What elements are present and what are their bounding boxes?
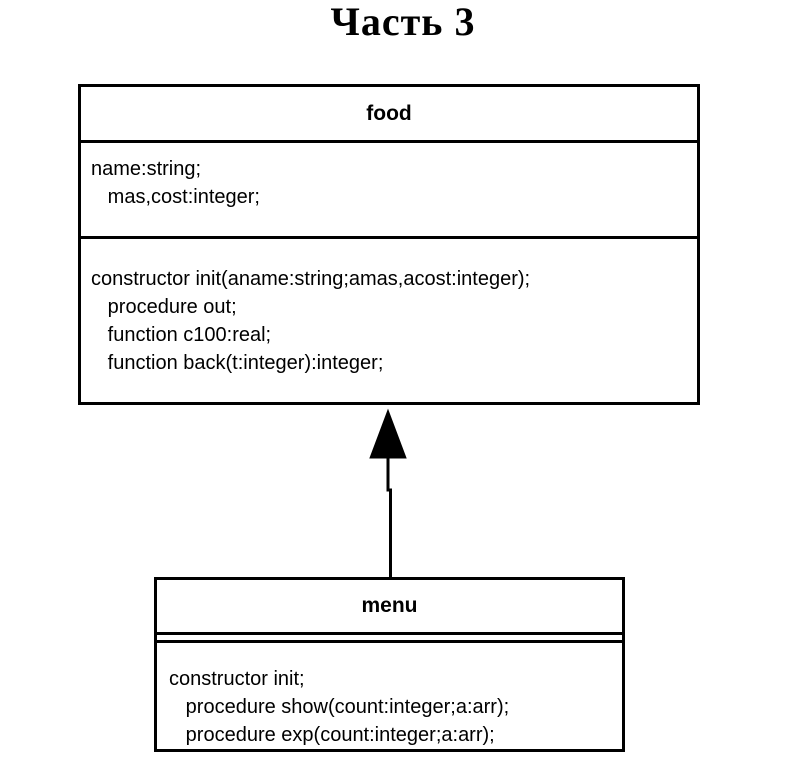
methods-compartment-menu: constructor init; procedure show(count:i… [157,643,622,749]
methods-compartment-food: constructor init(aname:string;amas,acost… [81,239,697,402]
method-line: procedure exp(count:integer;a:arr); [169,724,495,746]
page-title: Часть 3 [330,0,476,44]
method-line: constructor init(aname:string;amas,acost… [91,268,531,290]
attributes-compartment-food: name:string; mas,cost:integer; [81,143,697,239]
class-name-label: food [366,101,412,125]
arrowhead-icon [369,408,407,459]
method-line: procedure out; [91,296,237,318]
method-line: function back(t:integer):integer; [91,352,384,374]
class-header-menu: menu [157,580,622,635]
class-box-menu: menu constructor init; procedure show(co… [154,577,625,752]
attribute-line: name:string; [91,158,202,180]
method-line: function c100:real; [91,324,272,346]
attributes-compartment-menu-empty [157,635,622,643]
method-line: procedure show(count:integer;a:arr); [169,696,510,718]
method-line: constructor init; [169,668,305,690]
class-name-label: menu [361,594,418,617]
class-header-food: food [81,87,697,143]
class-box-food: food name:string; mas,cost:integer; cons… [78,84,700,405]
generalization-arrow [369,408,407,577]
attribute-line: mas,cost:integer; [91,186,260,208]
arrow-line [386,453,392,577]
